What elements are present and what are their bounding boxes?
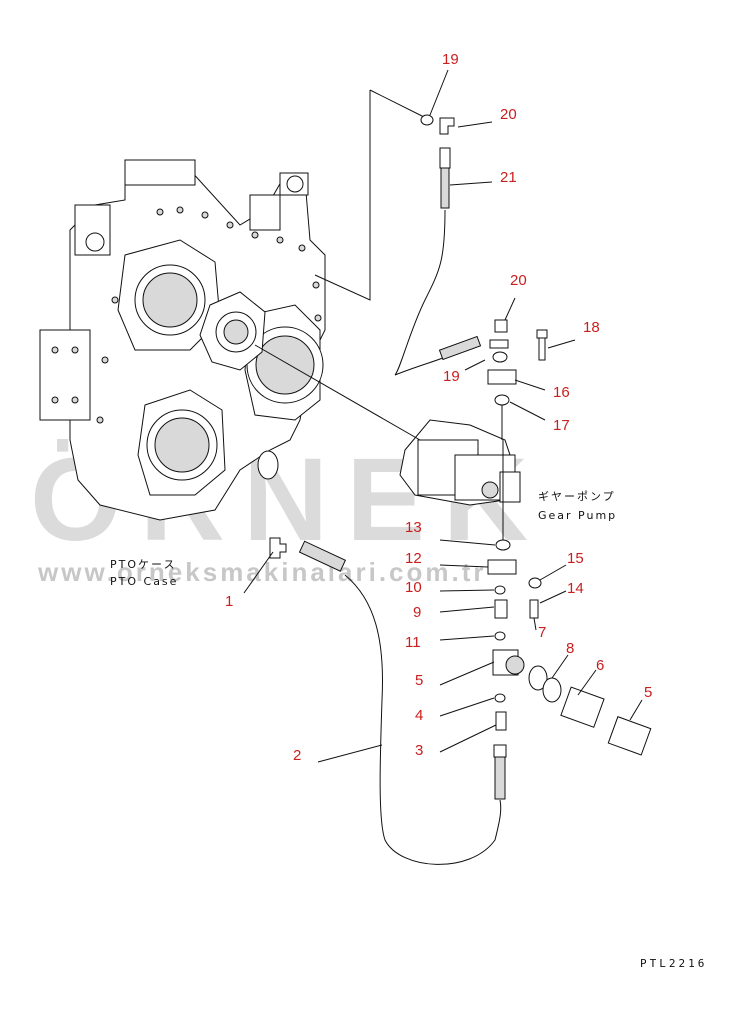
callout-7: 7	[538, 624, 546, 641]
callout-6: 6	[596, 657, 604, 674]
callout-17: 17	[553, 417, 570, 434]
callout-21: 21	[500, 169, 517, 186]
callout-1: 1	[225, 593, 233, 610]
callout-19-top: 19	[442, 51, 459, 68]
callout-numbers: 19 20 21 20 18 19 16 17 13 12 15 10 14 9…	[225, 51, 652, 764]
callout-10: 10	[405, 579, 422, 596]
callout-8: 8	[566, 640, 574, 657]
callout-5-right: 5	[644, 684, 652, 701]
callout-18: 18	[583, 319, 600, 336]
callout-4: 4	[415, 707, 423, 724]
drawing-code: PTL2216	[640, 957, 707, 970]
callout-20-mid: 20	[510, 272, 527, 289]
callout-12: 12	[405, 550, 422, 567]
component-labels: PTOケース PTO Case ギヤーポンプ Gear Pump	[110, 490, 617, 588]
callout-5-left: 5	[415, 672, 423, 689]
upper-hose-assembly	[314, 89, 548, 440]
callout-9: 9	[413, 604, 421, 621]
callout-2: 2	[293, 747, 301, 764]
pto-case-drawing	[39, 159, 326, 521]
lower-fittings	[269, 440, 652, 865]
gear-pump-label-en: Gear Pump	[538, 509, 617, 522]
callout-3: 3	[415, 742, 423, 759]
callout-19-mid: 19	[443, 368, 460, 385]
callout-20-top: 20	[500, 106, 517, 123]
gear-pump-drawing	[399, 419, 521, 506]
callout-15: 15	[567, 550, 584, 567]
callout-16: 16	[553, 384, 570, 401]
pto-case-label-jp: PTOケース	[110, 558, 176, 571]
leader-lines	[243, 69, 643, 763]
gear-pump-label-jp: ギヤーポンプ	[538, 490, 616, 503]
callout-13: 13	[405, 519, 422, 536]
callout-14: 14	[567, 580, 584, 597]
pto-case-label-en: PTO Case	[110, 575, 178, 588]
callout-11: 11	[405, 634, 421, 651]
watermark-url: www.orneksmakinalari.com.tr	[37, 557, 487, 587]
